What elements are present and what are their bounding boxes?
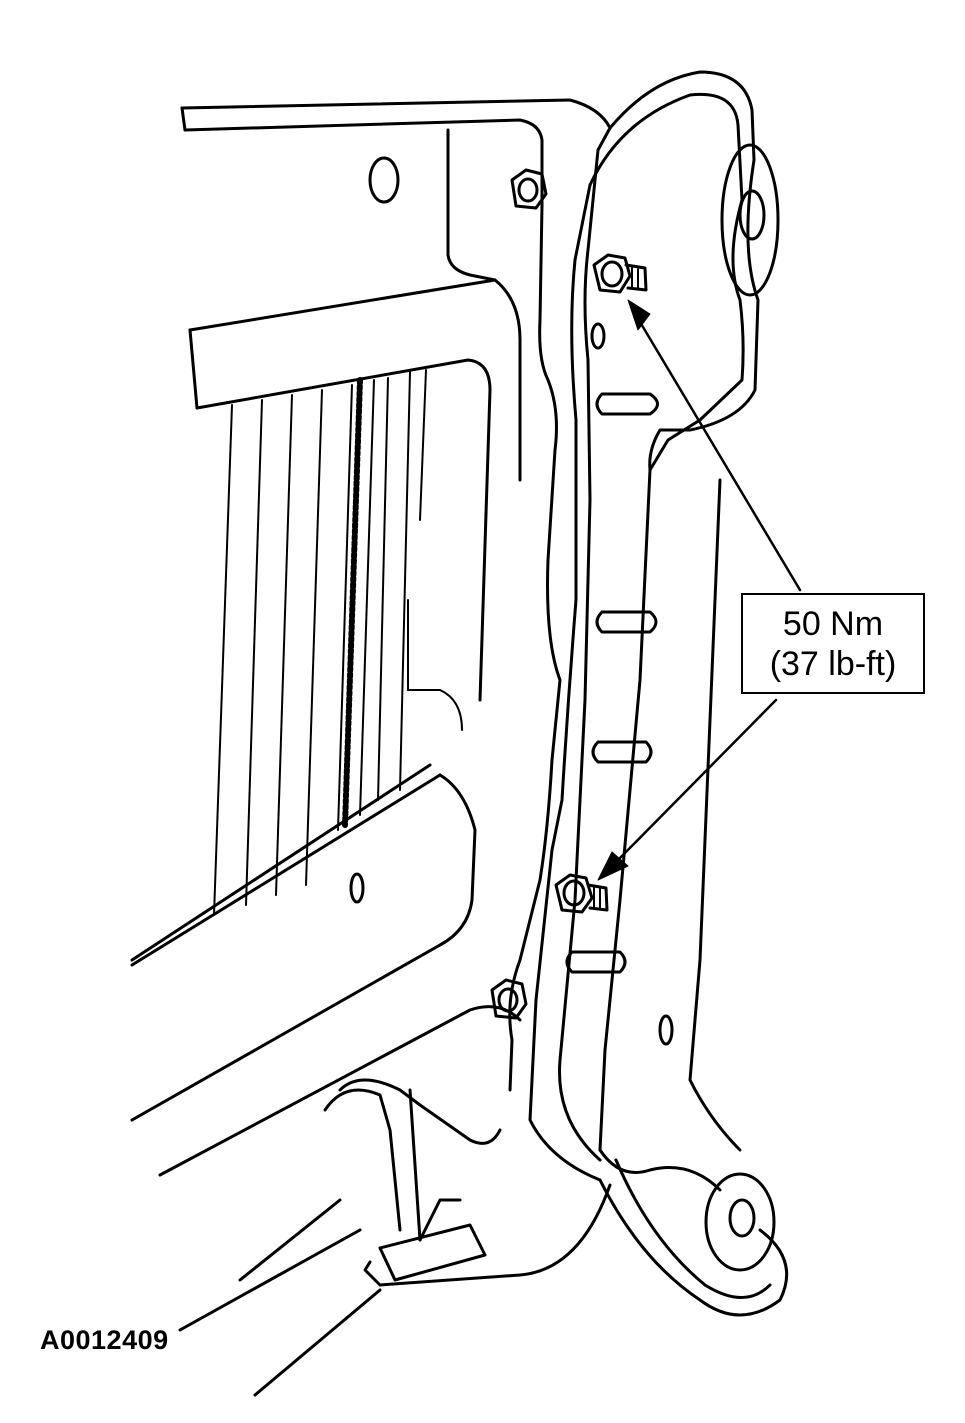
torque-value-metric: 50 Nm bbox=[782, 604, 884, 643]
lower-bolt bbox=[554, 873, 609, 914]
leader-line-upper bbox=[627, 299, 802, 592]
leader-line-lower bbox=[597, 698, 778, 881]
upper-mount-bushing bbox=[720, 143, 780, 297]
lower-mount-bushing bbox=[704, 1172, 776, 1272]
radiator-core bbox=[213, 369, 463, 916]
mounting-bracket bbox=[528, 70, 789, 1317]
frame-bolt-lower bbox=[490, 978, 528, 1020]
frame-bolt-upper bbox=[510, 168, 548, 210]
radiator-frame bbox=[130, 98, 612, 1332]
lower-support bbox=[253, 1078, 612, 1397]
upper-bolt bbox=[592, 253, 648, 294]
torque-spec-callout: 50 Nm (37 lb-ft) bbox=[741, 593, 925, 694]
torque-value-imperial: (37 lb-ft) bbox=[769, 644, 897, 683]
figure-id: A0012409 bbox=[40, 1325, 169, 1355]
